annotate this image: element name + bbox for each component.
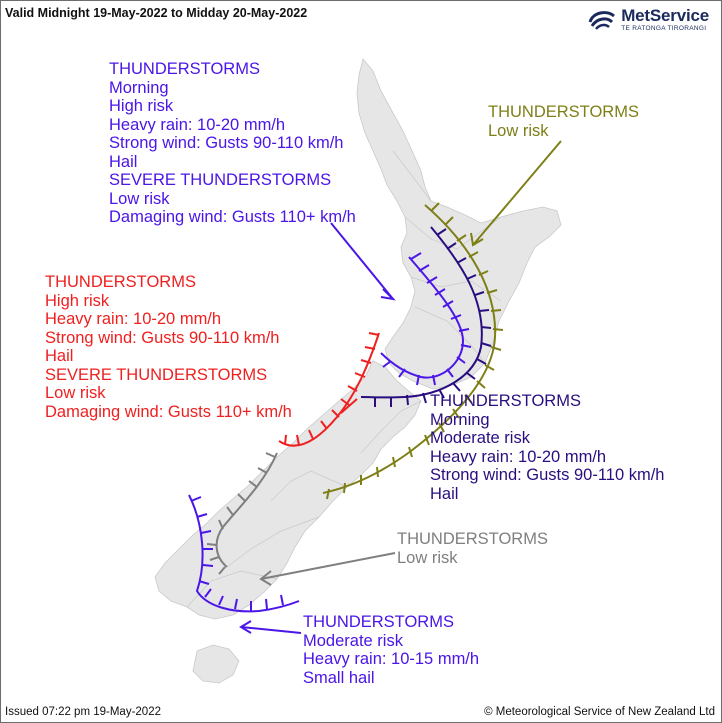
- brand-tagline: TE RATONGA TIRORANGI: [621, 25, 707, 32]
- label-line: THUNDERSTORMS: [109, 60, 260, 78]
- label-line: THUNDERSTORMS: [488, 103, 639, 121]
- south-island-landmass: [154, 360, 422, 620]
- label-line: Moderate risk: [303, 631, 403, 650]
- label-blue-north: THUNDERSTORMS Morning High risk Heavy ra…: [109, 60, 356, 227]
- label-line: Heavy rain: 10-20 mm/h: [45, 310, 222, 328]
- metservice-logo: MetService TE RATONGA TIRORANGI: [587, 7, 709, 33]
- label-line: Low risk: [488, 121, 549, 140]
- brand-name: MetService: [621, 6, 709, 25]
- copyright-text: © Meteorological Service of New Zealand …: [484, 706, 715, 718]
- issued-time-text: Issued 07:22 pm 19-May-2022: [5, 706, 161, 718]
- label-blue-south: THUNDERSTORMS Moderate risk Heavy rain: …: [303, 613, 479, 687]
- label-line: Low risk: [397, 548, 458, 567]
- label-line: Moderate risk: [430, 429, 530, 447]
- label-line: High risk: [45, 291, 110, 310]
- label-olive: THUNDERSTORMS Low risk: [488, 103, 639, 140]
- label-line: THUNDERSTORMS: [430, 392, 581, 410]
- label-line: Damaging wind: Gusts 110+ km/h: [45, 402, 292, 421]
- label-line: Hail: [109, 152, 138, 171]
- label-line: High risk: [109, 97, 174, 115]
- label-line: Morning: [430, 410, 490, 429]
- label-line: Heavy rain: 10-20 mm/h: [430, 447, 607, 466]
- label-line: Small hail: [303, 668, 375, 687]
- label-navy: THUNDERSTORMS Morning Moderate risk Heav…: [430, 392, 664, 503]
- label-line: Heavy rain: 10-15 mm/h: [303, 650, 480, 668]
- label-line: THUNDERSTORMS: [397, 530, 548, 548]
- label-grey: THUNDERSTORMS Low risk: [397, 530, 548, 567]
- label-line: Hail: [430, 484, 459, 503]
- label-red: THUNDERSTORMS High risk Heavy rain: 10-2…: [45, 273, 292, 421]
- label-line: Heavy rain: 10-20 mm/h: [109, 115, 286, 134]
- label-line: THUNDERSTORMS: [303, 613, 454, 631]
- label-line: Strong wind: Gusts 90-110 km/h: [430, 466, 665, 484]
- stewart-island-landmass: [192, 644, 240, 684]
- label-line: Damaging wind: Gusts 110+ km/h: [109, 208, 356, 226]
- label-line: Hail: [45, 347, 74, 365]
- label-line: SEVERE THUNDERSTORMS: [45, 365, 268, 384]
- label-line: SEVERE THUNDERSTORMS: [109, 171, 332, 189]
- valid-period-text: Valid Midnight 19-May-2022 to Midday 20-…: [5, 6, 308, 20]
- metservice-swirl-icon: [588, 10, 616, 30]
- label-line: Morning: [109, 78, 169, 97]
- label-line: Strong wind: Gusts 90-110 km/h: [45, 328, 280, 347]
- north-island-landmass: [356, 58, 562, 390]
- label-line: Low risk: [45, 384, 106, 402]
- label-line: THUNDERSTORMS: [45, 273, 196, 291]
- label-line: Strong wind: Gusts 90-110 km/h: [109, 134, 344, 152]
- label-line: Low risk: [109, 189, 170, 208]
